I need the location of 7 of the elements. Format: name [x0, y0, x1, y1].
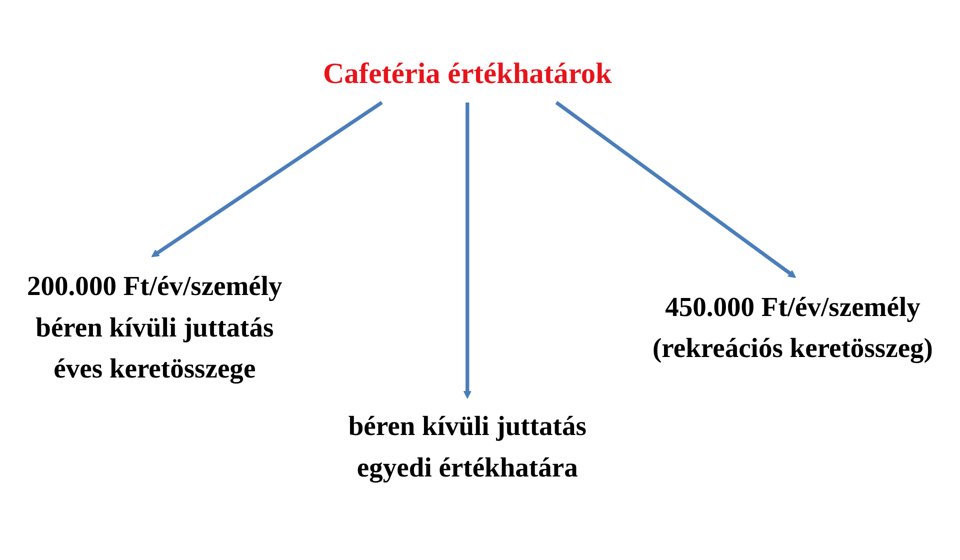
text-label: béren kívüli juttatás egyedi értékhatára — [348, 411, 586, 483]
arrow — [463, 102, 472, 399]
text-label: 200.000 Ft/év/személy béren kívüli juttatás éves keretösszege — [27, 271, 282, 384]
text-label: 450.000 Ft/év/személy (rekreációs keretösszeg) — [652, 292, 933, 364]
arrow — [555, 100, 796, 278]
heading-text: Cafetéria értékhatárok — [322, 56, 612, 90]
arrow — [151, 100, 383, 258]
